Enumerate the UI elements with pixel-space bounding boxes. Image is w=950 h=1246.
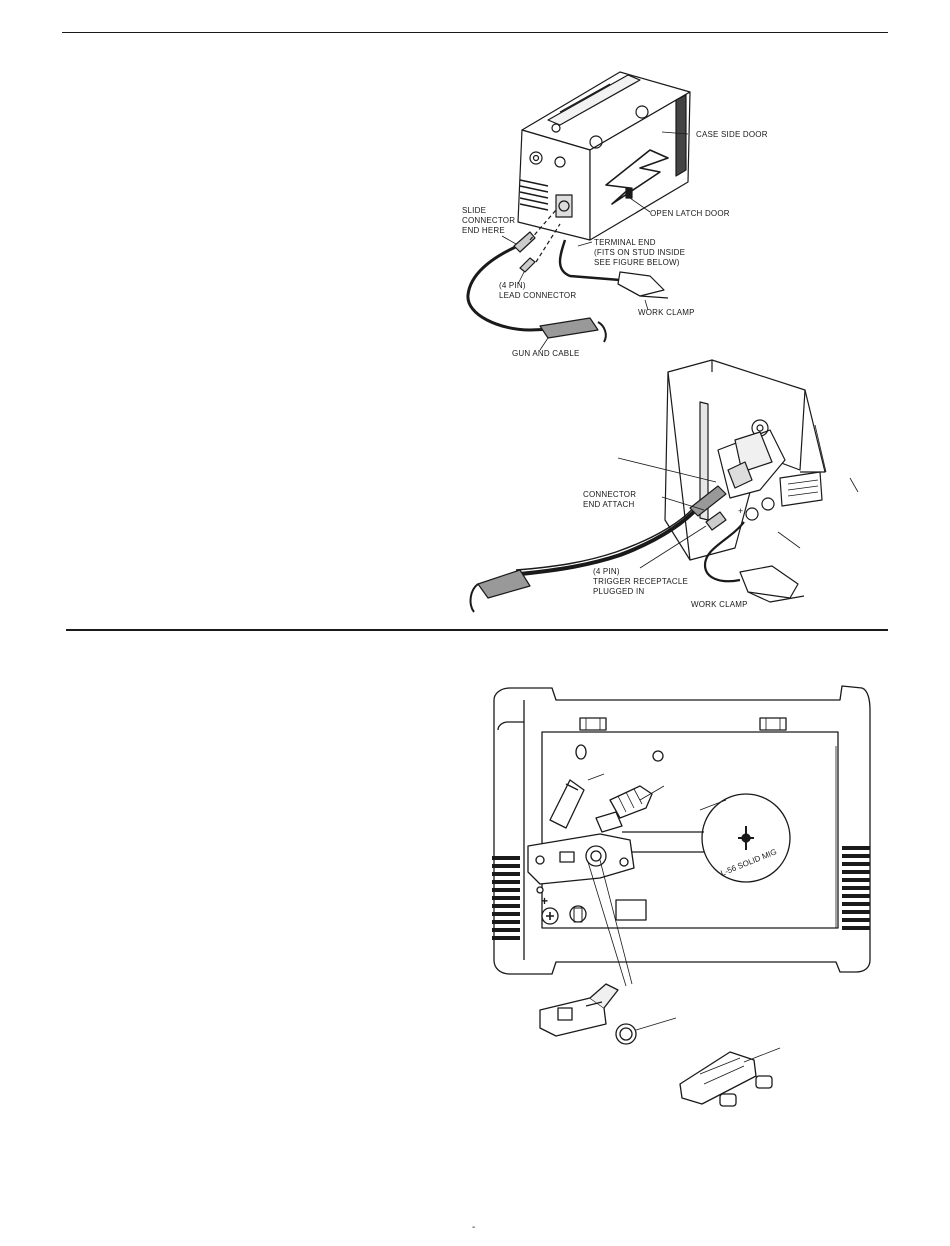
svg-text:+: + — [541, 894, 548, 908]
page-number: - — [472, 1222, 475, 1233]
